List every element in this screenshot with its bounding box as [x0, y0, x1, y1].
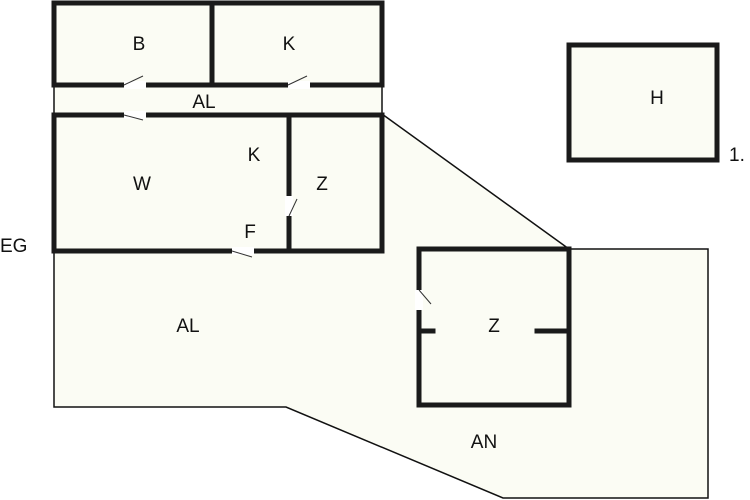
shed-wall — [566, 42, 720, 163]
floor-tag-ground: EG — [0, 236, 27, 257]
room-label-hallway: AL — [192, 92, 215, 113]
room-label-kitchen-lower: K — [248, 145, 261, 166]
hallway-area — [53, 84, 383, 115]
room-label-annex: Z — [488, 316, 500, 337]
area-label-yard: AL — [176, 316, 199, 337]
room-label-bath: B — [133, 34, 146, 55]
door-entrance — [231, 247, 254, 258]
shed-fill — [569, 45, 717, 160]
room-label-kitchen-upper: K — [283, 34, 296, 55]
floor-tag-first: 1. — [729, 145, 745, 166]
room-label-room-right: Z — [316, 174, 328, 195]
lower-rooms-wall — [51, 112, 385, 254]
door-room-right — [285, 196, 298, 217]
door-annex — [415, 289, 432, 310]
upper-block-fill — [54, 3, 382, 85]
annex-room-fill — [419, 249, 569, 405]
room-label-living: W — [133, 174, 151, 195]
area-label-annex: AN — [471, 432, 497, 453]
room-label-shed: H — [650, 88, 664, 109]
room-label-entrance: F — [244, 222, 256, 243]
door-kitchen-upper — [287, 75, 310, 89]
door-bath — [123, 75, 146, 89]
annex-room-wall — [416, 246, 572, 408]
door-living — [123, 111, 146, 121]
upper-rooms-wall — [51, 0, 385, 88]
lower-block-fill — [54, 115, 382, 251]
